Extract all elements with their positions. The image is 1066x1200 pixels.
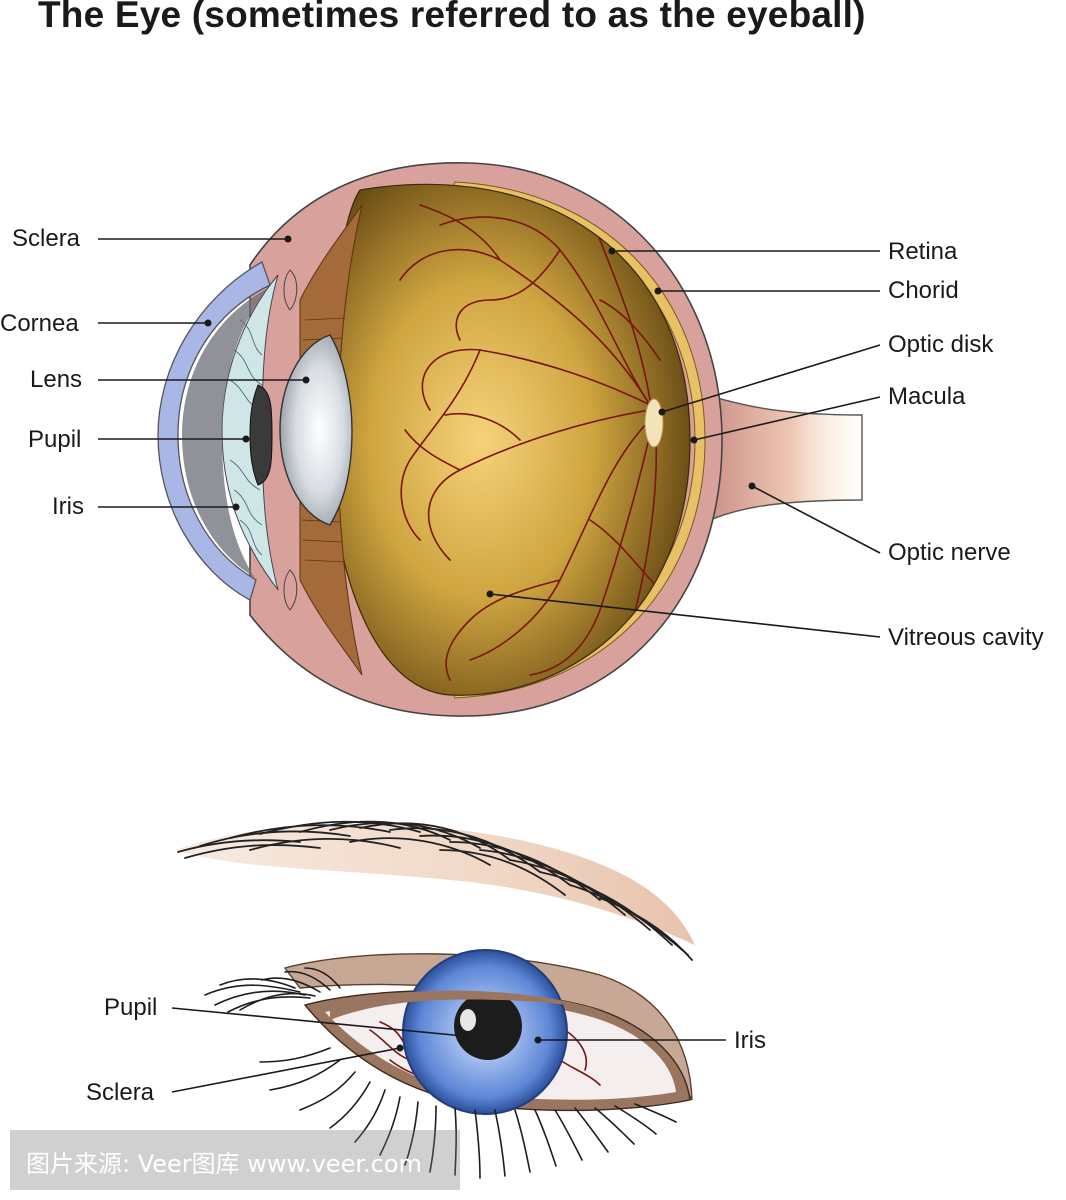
pupil-shape: [249, 384, 273, 486]
pupil-front-shape: [454, 992, 522, 1060]
label-front-pupil: Pupil: [104, 994, 157, 1021]
label-front-iris: Iris: [734, 1027, 766, 1054]
front-view-labels: Pupil Sclera Iris: [86, 994, 766, 1106]
cornea-inner: [182, 288, 268, 578]
label-iris: Iris: [52, 493, 84, 520]
optic-disk-shape: [644, 398, 664, 448]
eyebrow-hairs: [177, 820, 693, 961]
label-retina: Retina: [888, 238, 958, 265]
label-optic-nerve: Optic nerve: [888, 539, 1011, 566]
lower-eyelashes: [259, 1047, 677, 1179]
label-optic-disk: Optic disk: [888, 331, 994, 358]
label-sclera: Sclera: [12, 225, 81, 252]
cross-section-labels: Sclera Cornea Lens Pupil Iris Retina Cho…: [0, 225, 1044, 651]
eye-front-view: [175, 820, 695, 1179]
watermark-text: 图片来源: Veer图库 www.veer.com: [26, 1150, 422, 1178]
label-cornea: Cornea: [0, 310, 79, 337]
ciliary-process-bottom: [283, 569, 298, 611]
label-vitreous-cavity: Vitreous cavity: [888, 624, 1044, 651]
eyeball-cross-section: [157, 162, 863, 717]
label-chorid: Chorid: [888, 277, 959, 304]
upper-lid-shadow: [330, 990, 600, 1020]
watermark-banner: 图片来源: Veer图库 www.veer.com: [10, 1130, 460, 1190]
upper-eyelashes: [204, 967, 341, 1013]
cornea-shape: [157, 261, 271, 601]
eyebrow-skin: [175, 823, 695, 945]
label-macula: Macula: [888, 383, 966, 410]
retinal-vessels: [399, 194, 661, 681]
page-title: The Eye (sometimes referred to as the ey…: [38, 0, 866, 35]
label-lens: Lens: [30, 366, 82, 393]
label-pupil: Pupil: [28, 426, 81, 453]
lens-shape: [279, 334, 353, 526]
label-front-sclera: Sclera: [86, 1079, 155, 1106]
optic-nerve-shape: [704, 394, 863, 524]
pupil-highlight: [460, 1009, 476, 1031]
ciliary-process-top: [283, 269, 298, 311]
